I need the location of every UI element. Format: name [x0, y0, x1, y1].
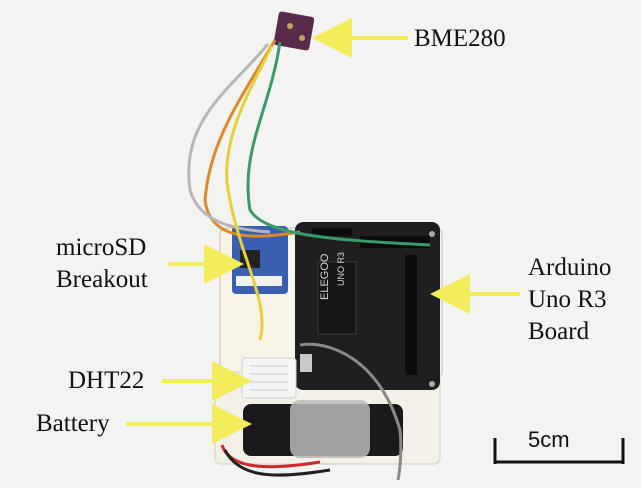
label-microsd-breakout: microSD Breakout — [56, 232, 148, 296]
bme280-sensor — [273, 11, 315, 51]
label-microsd-line1: microSD — [56, 234, 147, 261]
board-brand-print: ELEGOO — [319, 253, 331, 300]
wire-yellow — [225, 45, 274, 341]
label-arduino-line1: Arduino — [528, 254, 612, 281]
board-model-print: UNO R3 — [336, 252, 346, 286]
battery-pack — [220, 400, 403, 477]
scale-bar-label: 5cm — [528, 427, 570, 452]
label-bme280: BME280 — [414, 25, 506, 52]
label-arduino-line3: Board — [528, 318, 590, 345]
label-microsd-line2: Breakout — [56, 266, 148, 293]
label-battery: Battery — [36, 410, 110, 437]
label-dht22: DHT22 — [68, 367, 145, 394]
wire-gray-lower — [299, 342, 403, 481]
dht22-sensor — [241, 357, 297, 399]
scale-bar — [493, 438, 625, 464]
label-arduino-line2: Uno R3 — [528, 286, 607, 313]
label-arduino-board: Arduino Uno R3 Board — [528, 252, 611, 348]
wire-orange — [203, 39, 301, 238]
wire-green — [246, 41, 431, 247]
arduino-uno-board: ELEGOO UNO R3 — [295, 222, 440, 390]
